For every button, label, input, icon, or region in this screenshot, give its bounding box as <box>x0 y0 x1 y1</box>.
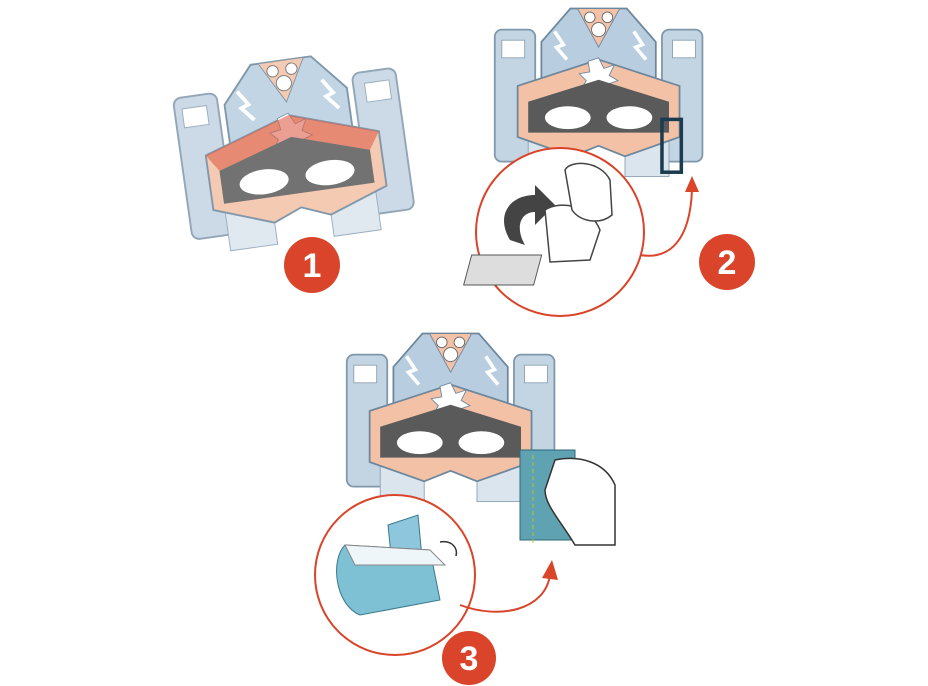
glitter-sticker-hand <box>519 449 616 546</box>
step-2-badge: 2 <box>699 234 755 290</box>
svg-text:1: 1 <box>303 247 322 285</box>
arrow-icon <box>685 176 699 192</box>
finger-icon <box>564 162 613 222</box>
mask-step-1 <box>167 43 419 258</box>
step-3-badge: 3 <box>442 631 496 685</box>
step-1-badge: 1 <box>284 237 340 293</box>
mask-step-2 <box>493 6 705 179</box>
curved-arrow-icon <box>439 540 458 557</box>
step-3-detail-circle <box>314 494 558 656</box>
step-2-detail-circle <box>463 147 699 317</box>
arrow-icon <box>542 560 558 580</box>
hand-icon <box>544 457 616 546</box>
curved-arrow-icon <box>504 185 555 245</box>
svg-text:3: 3 <box>460 640 479 678</box>
svg-text:2: 2 <box>718 244 737 282</box>
